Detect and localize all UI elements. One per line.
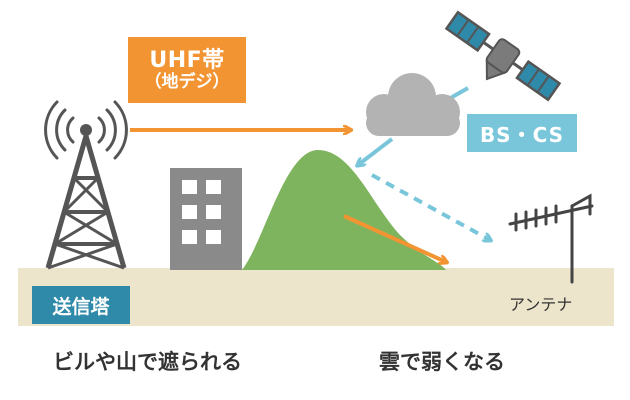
satellite-icon [444, 10, 562, 102]
building-icon [170, 168, 242, 270]
tower-label: 送信塔 [32, 286, 130, 324]
antenna-label: アンテナ [509, 295, 573, 314]
radio-waves-icon [44, 100, 128, 160]
satellite-label: BS・CS [467, 114, 577, 152]
tv-antenna-icon [508, 193, 594, 284]
radio-tower-icon [45, 124, 127, 270]
uhf-band-label-line1: UHF帯 [149, 47, 225, 73]
caption-left: ビルや山で遮られる [53, 350, 242, 374]
uhf-band-label: UHF帯 （地デジ） [128, 37, 246, 103]
mountain-icon [242, 150, 446, 270]
caption-right: 雲で弱くなる [379, 350, 505, 374]
uhf-band-label-line2: （地デジ） [144, 71, 230, 92]
cloud-icon [366, 73, 460, 136]
uhf-blocked-arrow [343, 214, 446, 262]
satellite-dashed-arrow [371, 173, 490, 240]
satellite-weak-arrow [358, 137, 394, 165]
